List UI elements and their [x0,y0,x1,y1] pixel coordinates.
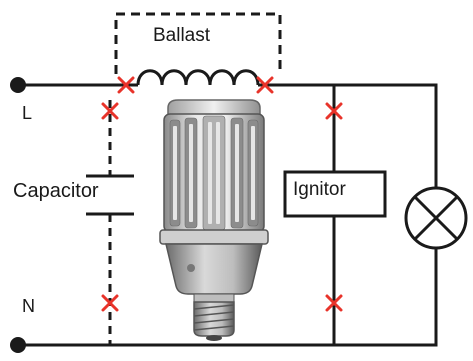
cut-mark-icon [117,76,135,94]
neutral-terminal-label: N [22,296,35,316]
ballast-dashed-box [114,12,282,74]
lamp-symbol-icon [404,186,468,250]
cut-mark-icon [256,76,274,94]
ballast-coil [136,69,260,86]
cut-mark-icon [101,294,119,312]
wire-lamp-to-neutral [18,248,438,347]
cut-mark-icon [325,102,343,120]
line-terminal-label: L [22,103,33,123]
cut-marks [101,76,343,312]
ballast-label: Ballast [153,25,211,46]
wire-ballast-to-lamp [258,83,438,188]
terminal-n [10,337,26,353]
capacitor-label: Capacitor [13,180,99,202]
cut-mark-icon [101,102,119,120]
led-corn-bulb-icon [159,99,269,341]
ignitor-label: Ignitor [293,179,346,200]
cut-mark-icon [325,294,343,312]
